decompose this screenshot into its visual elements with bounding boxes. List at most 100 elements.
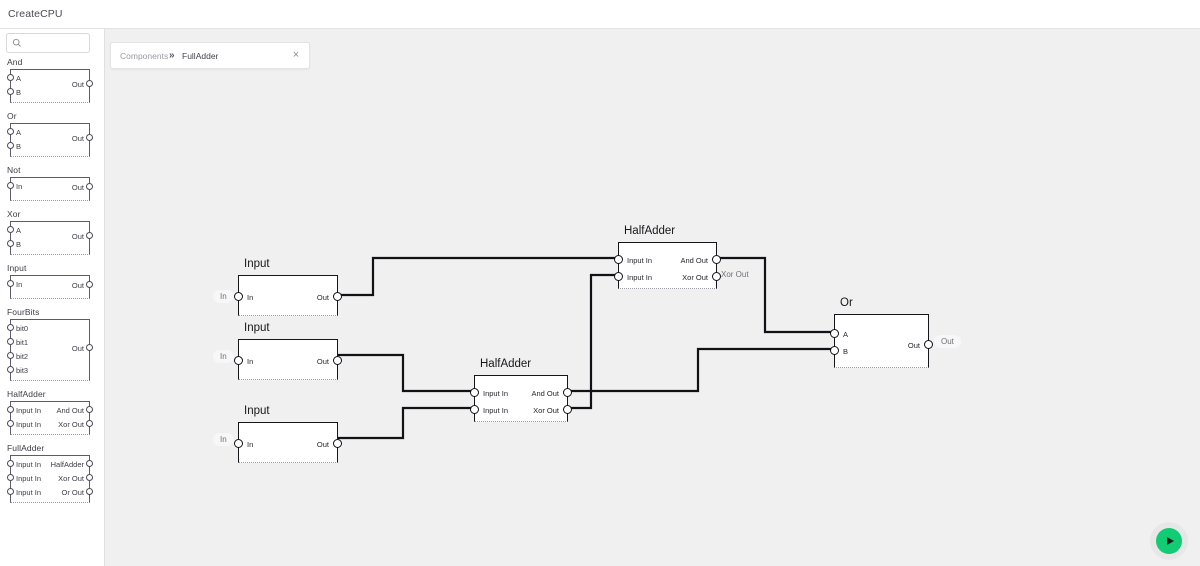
palette-port-in[interactable] [7, 366, 14, 373]
port-xor-out[interactable] [712, 272, 721, 281]
node-title: HalfAdder [480, 358, 532, 370]
palette-port-label-in: In [16, 279, 23, 289]
port-and-out[interactable] [712, 255, 721, 264]
port-a[interactable] [830, 329, 839, 338]
palette-port-in[interactable] [7, 324, 14, 331]
palette-port-out[interactable] [86, 406, 93, 413]
port-out[interactable] [333, 292, 342, 301]
port-input-in-1[interactable] [614, 255, 623, 264]
port-out[interactable] [333, 439, 342, 448]
palette-port-in[interactable] [7, 474, 14, 481]
palette-port-in[interactable] [7, 338, 14, 345]
port-and-out[interactable] [563, 388, 572, 397]
port-xor-out[interactable] [563, 405, 572, 414]
port-b[interactable] [830, 346, 839, 355]
port-input-in-1[interactable] [470, 388, 479, 397]
palette-port-label-in: B [16, 141, 22, 151]
search-input[interactable] [27, 34, 87, 52]
port-label-input-in-2: Input In [483, 406, 509, 415]
palette-port-in[interactable] [7, 280, 14, 287]
palette-port-in[interactable] [7, 240, 14, 247]
palette-port-in[interactable] [7, 406, 14, 413]
palette-port-in[interactable] [7, 74, 14, 81]
palette-port-in[interactable] [7, 88, 14, 95]
palette-port-label-out: Out [71, 231, 84, 241]
search-box[interactable] [6, 33, 90, 53]
palette-item-body[interactable]: In Out [7, 275, 93, 299]
palette-port-out[interactable] [86, 460, 93, 467]
palette-port-in[interactable] [7, 488, 14, 495]
palette-port-out[interactable] [86, 232, 93, 239]
palette-port-out[interactable] [86, 420, 93, 427]
port-label-out: Out [907, 341, 920, 350]
palette-port-out[interactable] [86, 80, 93, 87]
palette-port-out[interactable] [86, 488, 93, 495]
app-title: CreateCPU [8, 8, 63, 20]
palette-port-out[interactable] [86, 474, 93, 481]
node-title: Input [244, 258, 270, 270]
port-label-out: Out [316, 440, 329, 449]
node-input-3[interactable]: Input In Out [234, 405, 342, 463]
palette-port-label-in: Input In [16, 459, 42, 469]
node-input-1[interactable]: Input In Out [234, 258, 342, 316]
palette-port-label-out: Out [71, 280, 84, 290]
port-in[interactable] [234, 292, 243, 301]
play-icon [1166, 537, 1174, 545]
port-out[interactable] [924, 340, 933, 349]
port-out[interactable] [333, 356, 342, 365]
port-input-in-2[interactable] [614, 272, 623, 281]
port-input-in-2[interactable] [470, 405, 479, 414]
palette-port-out[interactable] [86, 134, 93, 141]
palette-port-in[interactable] [7, 226, 14, 233]
palette-port-out[interactable] [86, 183, 93, 190]
port-in[interactable] [234, 356, 243, 365]
node-halfadder-bottom[interactable]: HalfAdder Input In Input In And Out Xor … [470, 358, 572, 422]
palette-port-in[interactable] [7, 182, 14, 189]
canvas[interactable]: Components » FullAdder × [105, 29, 1200, 566]
palette-port-out[interactable] [86, 281, 93, 288]
palette-item-label: HalfAdder [7, 389, 46, 399]
breadcrumb-leaf[interactable]: FullAdder [182, 51, 219, 61]
port-in[interactable] [234, 439, 243, 448]
port-label-in: In [247, 357, 254, 366]
palette-port-in[interactable] [7, 352, 14, 359]
palette-port-out[interactable] [86, 344, 93, 351]
close-icon[interactable]: × [292, 49, 300, 61]
breadcrumb-tab[interactable]: Components » FullAdder × [110, 42, 310, 69]
top-bar: CreateCPU [0, 0, 1200, 29]
palette-port-label-out: Out [71, 133, 84, 143]
palette-port-in[interactable] [7, 128, 14, 135]
breadcrumb-root[interactable]: Components [120, 51, 169, 61]
node-halfadder-top[interactable]: HalfAdder Input In Input In And Out Xor … [614, 225, 721, 289]
palette-port-in[interactable] [7, 460, 14, 467]
palette-port-label-out: Or Out [61, 487, 84, 497]
palette-port-in[interactable] [7, 420, 14, 427]
run-button[interactable] [1156, 528, 1182, 554]
node-title: Or [840, 297, 853, 309]
wire-halfadder-bottom-xor-to-halfadder-top [568, 273, 618, 410]
node-input-2[interactable]: Input In Out [234, 322, 342, 380]
palette-port-label-out: Xor Out [58, 419, 84, 429]
palette-port-in[interactable] [7, 142, 14, 149]
palette-port-label-in: B [16, 239, 22, 249]
node-or[interactable]: Or A B Out [830, 297, 933, 368]
wire-input2-to-halfadder-bottom [338, 353, 473, 393]
palette-item-label: Not [7, 165, 21, 175]
